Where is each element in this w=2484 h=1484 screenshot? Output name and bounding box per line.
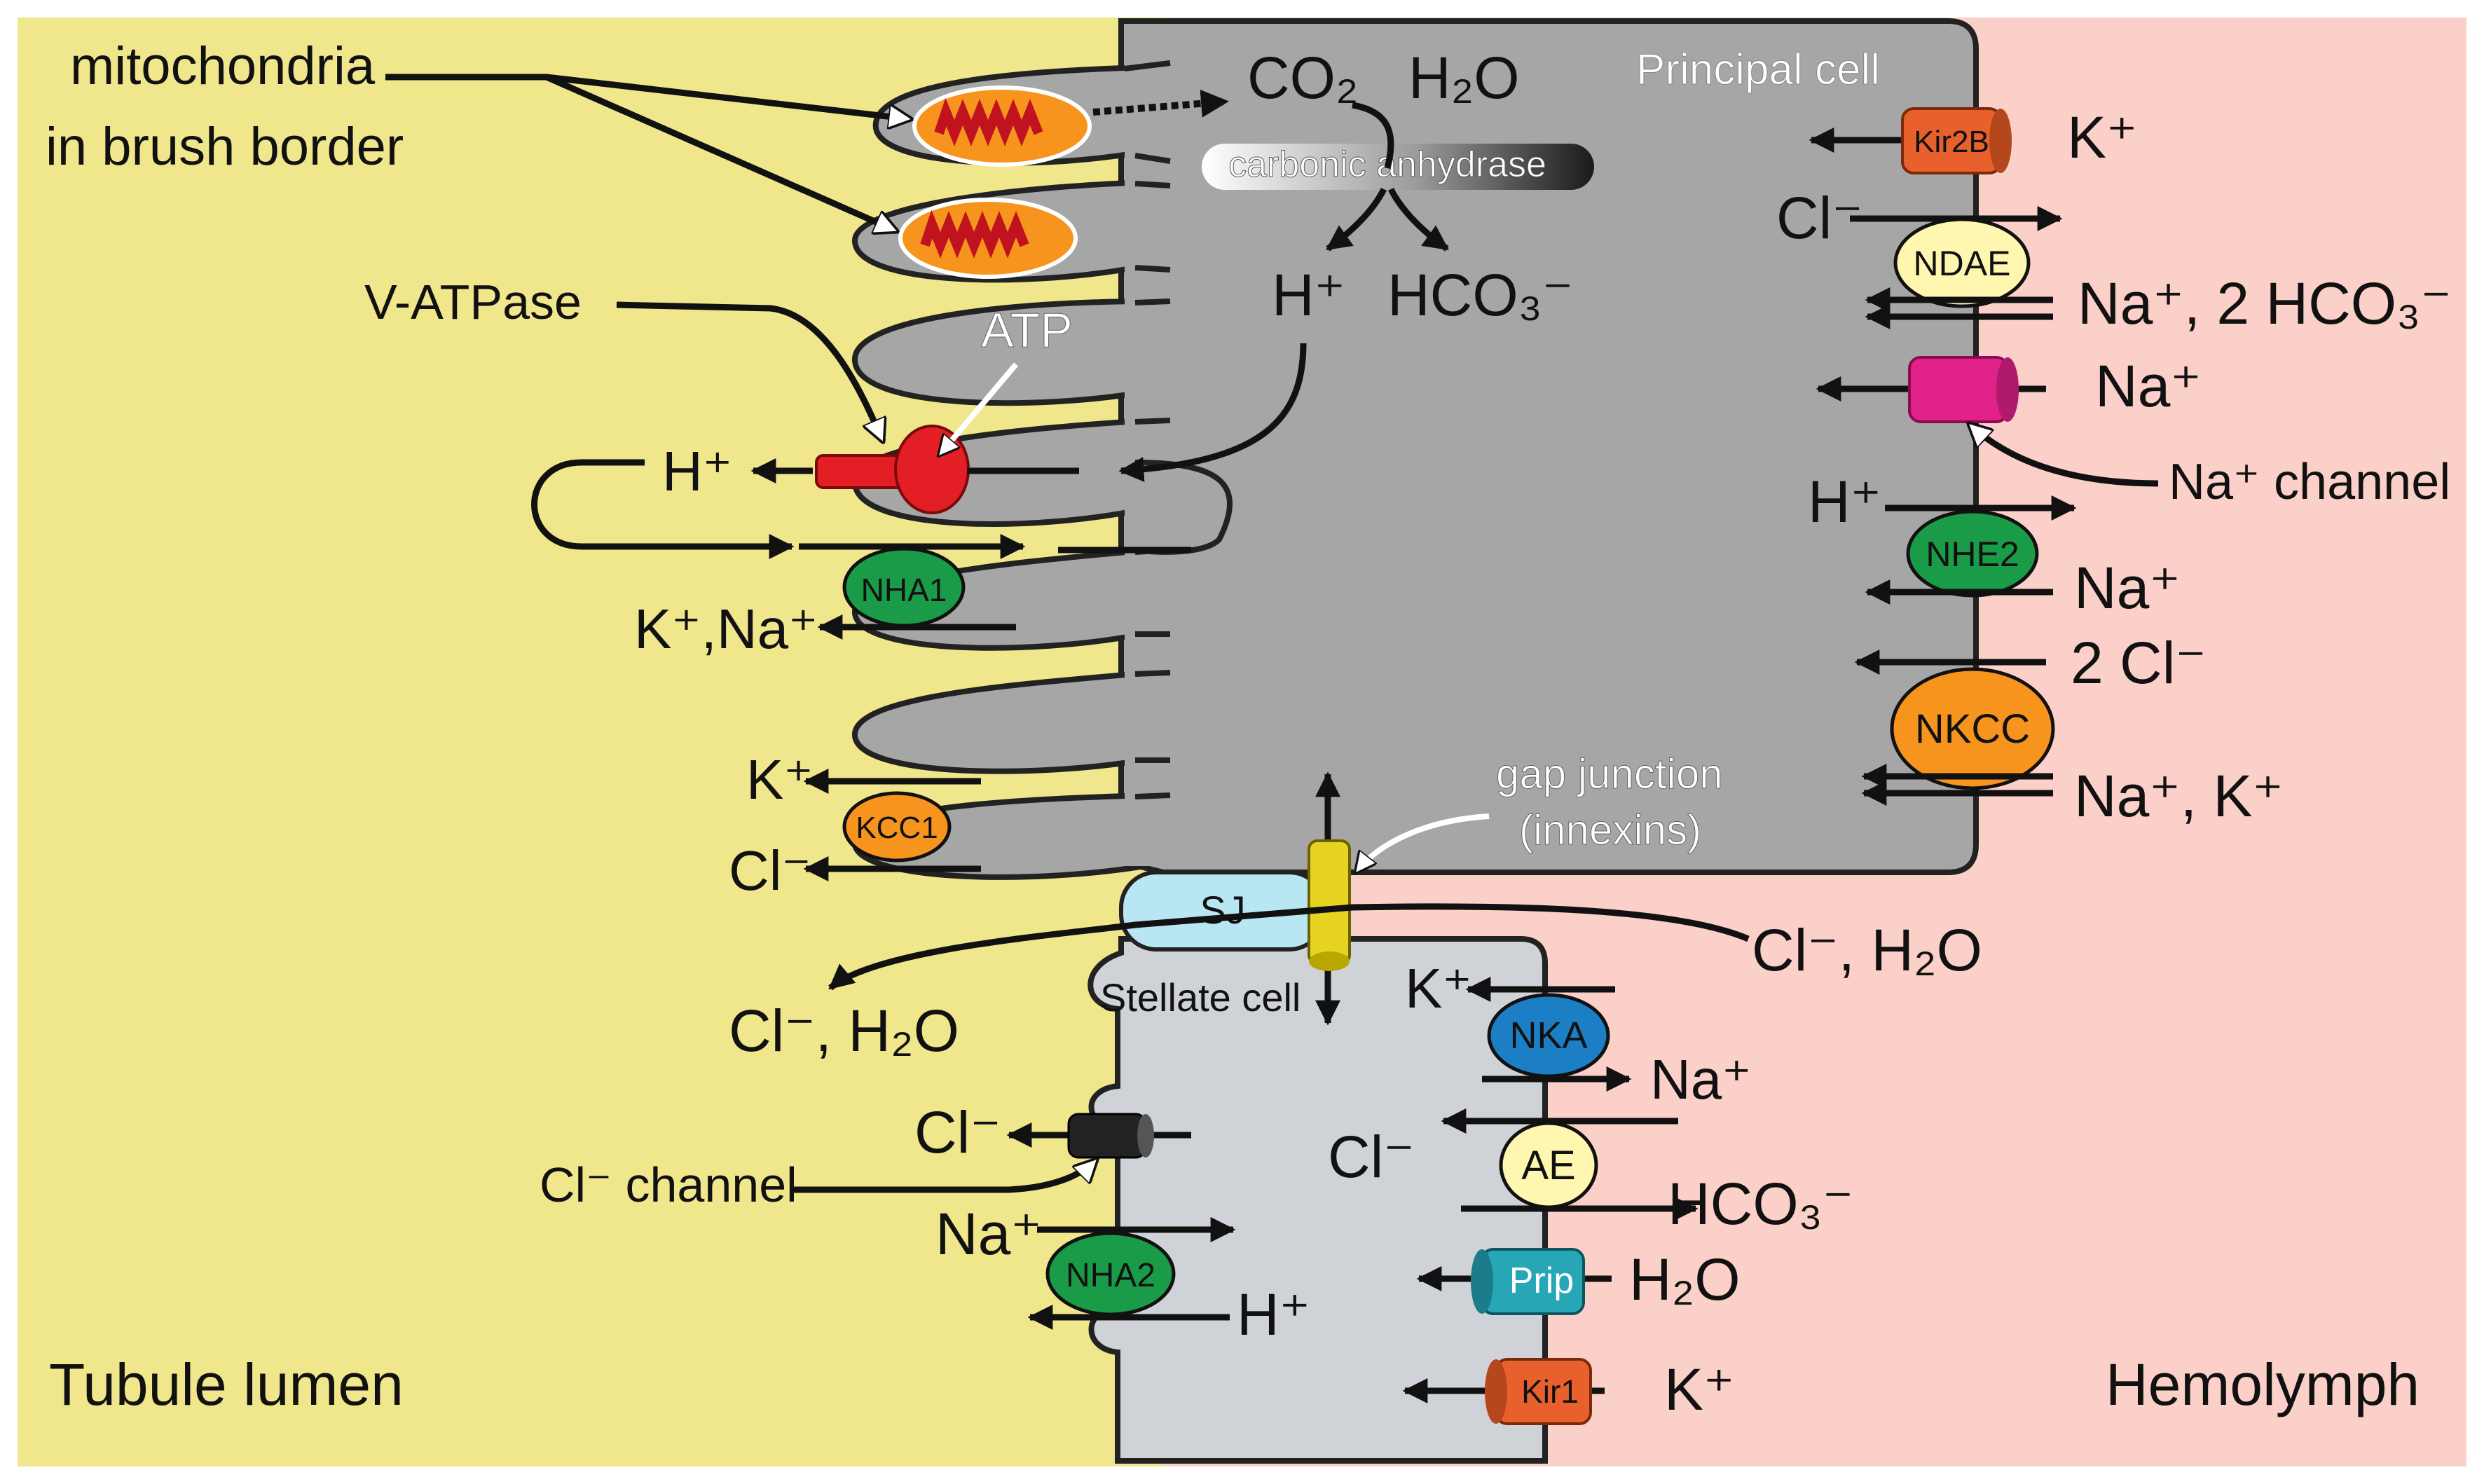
gap-junction-channel xyxy=(1308,839,1351,971)
brush-border-fill xyxy=(1125,25,1209,866)
k-na-nha1-label: K⁺,Na⁺ xyxy=(634,598,818,660)
na-nhe2-label: Na⁺ xyxy=(2074,555,2181,621)
v-atpase-label: V-ATPase xyxy=(364,275,582,329)
na-channel-ion-label: Na⁺ xyxy=(2095,353,2202,419)
na-channel xyxy=(1908,356,2019,423)
na-nka-label: Na⁺ xyxy=(1650,1048,1752,1111)
co2-label: CO₂ xyxy=(1247,45,1359,111)
prip-label: Prip xyxy=(1509,1260,1574,1301)
prip-channel xyxy=(1471,1248,1585,1315)
cl-channel xyxy=(1067,1113,1154,1159)
nha1-label: NHA1 xyxy=(861,572,947,608)
cl-h2o-hemo-label: Cl⁻, H₂O xyxy=(1752,917,1982,983)
principal-cell-label: Principal cell xyxy=(1636,46,1880,94)
mito-pointer-bottom xyxy=(545,74,897,231)
mitochondrion-top xyxy=(912,85,1092,167)
nhe2-transporter xyxy=(1906,509,2039,598)
nkcc-transporter xyxy=(1890,667,2055,790)
k-kir2b-label: K⁺ xyxy=(2067,104,2137,170)
nhe2-label: NHE2 xyxy=(1926,535,2019,574)
h2o-top-label: H₂O xyxy=(1408,45,1520,111)
paracellular-flow xyxy=(828,903,1750,991)
h-nhe2-label: H⁺ xyxy=(1808,469,1881,535)
ndae-transporter xyxy=(1893,217,2031,308)
na-k-nkcc-label: Na⁺, K⁺ xyxy=(2074,763,2284,829)
gap-junction-pointer xyxy=(1356,813,1490,872)
k-kir1-label: K⁺ xyxy=(1664,1356,1734,1422)
h-nha2-label: H⁺ xyxy=(1237,1282,1310,1347)
cl-nkcc-label: 2 Cl⁻ xyxy=(2071,630,2207,696)
carbonic-anhydrase-bar xyxy=(1202,144,1594,190)
ndae-label: NDAE xyxy=(1914,244,2011,283)
mito-label-line1: mitochondria xyxy=(70,36,376,96)
nka-label: NKA xyxy=(1509,1015,1587,1057)
nha2-label: NHA2 xyxy=(1066,1257,1155,1294)
reaction-split-h xyxy=(1326,187,1387,252)
kir2b-channel xyxy=(1901,107,2012,174)
na-nha2-label: Na⁺ xyxy=(935,1201,1042,1267)
h-to-vatpase xyxy=(1118,343,1307,483)
gap-junction-label-2: (innexins) xyxy=(1519,806,1701,853)
ae-label: AE xyxy=(1521,1143,1575,1188)
stellate-cell-label: Stellate cell xyxy=(1100,975,1301,1019)
nkcc-label: NKCC xyxy=(1915,706,2030,752)
hco3-ae-label: HCO₃⁻ xyxy=(1668,1171,1853,1237)
k-nka-label: K⁺ xyxy=(1405,957,1472,1019)
kir1-label: Kir1 xyxy=(1521,1373,1579,1410)
v-atpase-pointer xyxy=(616,301,883,441)
kcc1-label: KCC1 xyxy=(856,811,938,845)
cl-channel-label: Cl⁻ channel xyxy=(540,1157,797,1212)
kir2b-label: Kir2B xyxy=(1914,125,1989,159)
cl-channel-pointer xyxy=(792,1160,1097,1193)
lumen-label: Tubule lumen xyxy=(49,1352,404,1417)
proton-recycle-loop xyxy=(531,459,795,559)
h-cell-label: H⁺ xyxy=(1272,262,1345,328)
gap-junction-label-1: gap junction xyxy=(1496,750,1723,797)
kir1-channel xyxy=(1485,1358,1592,1425)
h2o-prip-label: H₂O xyxy=(1629,1246,1741,1312)
kcc1-transporter xyxy=(842,791,952,863)
hemolymph-label: Hemolymph xyxy=(2106,1352,2420,1417)
atp-label: ATP xyxy=(981,303,1073,357)
mitochondrion-bottom xyxy=(898,198,1078,279)
cl-h2o-lumen-label: Cl⁻, H₂O xyxy=(729,998,959,1064)
k-kcc1-label: K⁺ xyxy=(746,748,814,811)
hco3-cell-label: HCO₃⁻ xyxy=(1387,262,1573,328)
na-channel-pointer xyxy=(1969,424,2159,487)
na-channel-label: Na⁺ channel xyxy=(2169,454,2450,510)
cl-ndae-label: Cl⁻ xyxy=(1776,185,1863,251)
cl-kcc1-label: Cl⁻ xyxy=(729,839,811,902)
reaction-join xyxy=(1352,102,1394,170)
atp-pointer xyxy=(939,362,1019,455)
cl-clchannel-label: Cl⁻ xyxy=(914,1099,1001,1165)
cl-stellate-label: Cl⁻ xyxy=(1328,1124,1415,1190)
sj-label: SJ xyxy=(1200,888,1245,932)
reaction-split-hco3 xyxy=(1387,187,1449,252)
mito-label-line2: in brush border xyxy=(46,117,404,177)
h-vatpase-label: H⁺ xyxy=(662,440,732,502)
na-hco3-ndae-label: Na⁺, 2 HCO₃⁻ xyxy=(2078,270,2452,336)
